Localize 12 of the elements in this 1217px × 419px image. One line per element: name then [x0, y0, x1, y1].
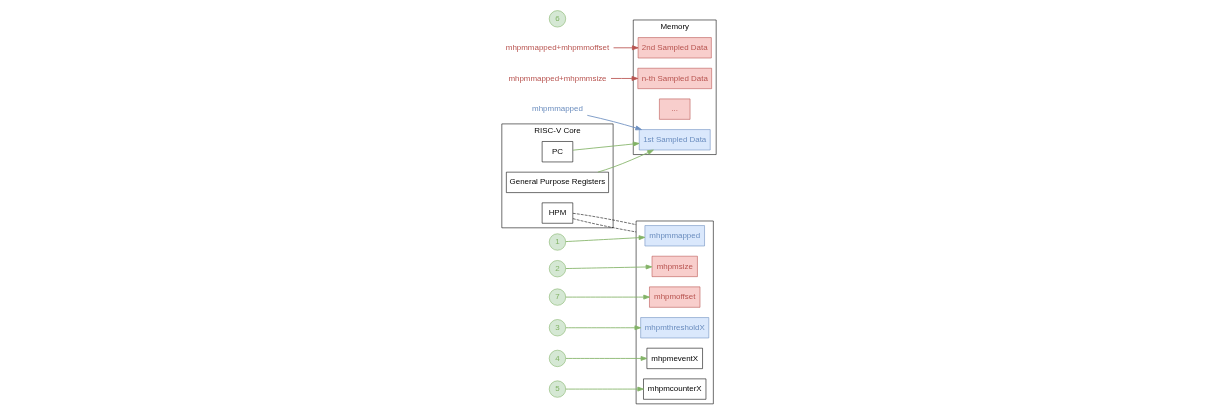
connector: [572, 218, 636, 233]
arrow: [564, 386, 644, 392]
arrow: [612, 45, 638, 51]
arrow: [564, 235, 645, 242]
arrow: [564, 294, 650, 300]
arrow: [572, 141, 639, 151]
arrow: [610, 76, 638, 81]
arrow: [586, 114, 642, 131]
arrow: [564, 356, 647, 361]
arrow: [564, 264, 652, 270]
arrow: [564, 325, 641, 331]
arrow: [596, 149, 654, 173]
